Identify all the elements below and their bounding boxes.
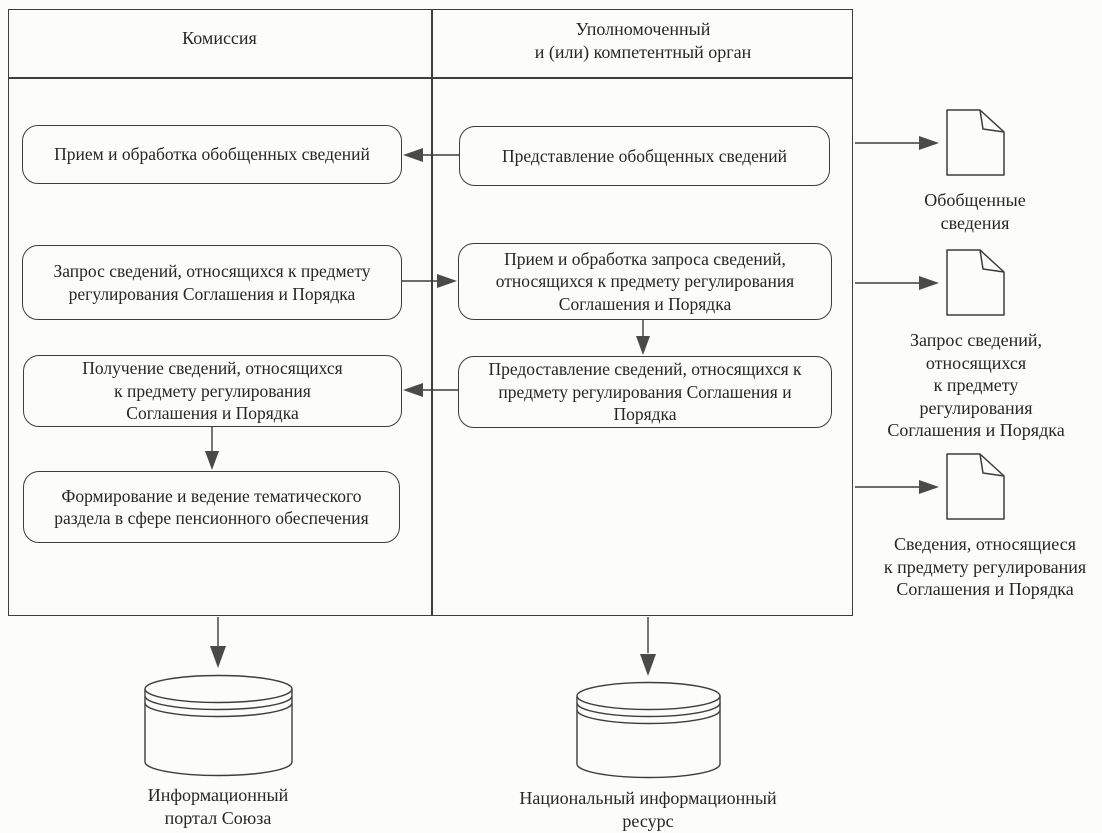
document-label-request: Запрос сведений, относящихся к предмету …: [887, 330, 1065, 440]
document-label-info: Сведения, относящиеся к предмету регулир…: [883, 534, 1087, 599]
process-box-maintain-section: Формирование и ведение тематического раз…: [23, 471, 400, 543]
process-box-request-info: Запрос сведений, относящихся к предмету …: [22, 245, 402, 320]
arrowhead-right-icon: [919, 480, 939, 494]
document-icon: [946, 453, 1005, 520]
arrowhead-down-icon: [636, 336, 650, 355]
document-label-summary: Обобщенные сведения: [924, 190, 1026, 233]
arrowhead-right-icon: [919, 136, 939, 150]
arrowhead-down-icon: [205, 451, 219, 470]
process-box-process-request: Прием и обработка запроса сведений, отно…: [458, 243, 832, 320]
swimlane-table: [8, 9, 853, 616]
process-box-provide-info: Предоставление сведений, относящихся к п…: [458, 356, 832, 428]
process-box-receive-info: Получение сведений, относящихся к предме…: [23, 355, 402, 427]
document-icon: [946, 109, 1005, 176]
database-icon: [144, 674, 293, 777]
database-label-portal: Информационный портал Союза: [147, 785, 289, 828]
arrowhead-down-icon: [640, 654, 656, 676]
database-icon: [576, 681, 721, 779]
document-icon: [946, 249, 1005, 316]
process-box-receive-summary: Прием и обработка обобщенных сведений: [22, 125, 402, 184]
lane-header-authority: Уполномоченный и (или) компетентный орга…: [534, 19, 752, 63]
column-divider: [431, 9, 433, 616]
database-label-national: Национальный информационный ресурс: [519, 788, 777, 831]
process-box-submit-summary: Представление обобщенных сведений: [459, 126, 830, 186]
arrowhead-right-icon: [437, 274, 457, 288]
arrowhead-down-icon: [210, 646, 226, 668]
header-separator: [8, 77, 853, 79]
arrowhead-left-icon: [403, 383, 423, 397]
arrowhead-right-icon: [919, 276, 939, 290]
lane-header-commission: Комиссия: [182, 28, 257, 48]
arrowhead-left-icon: [403, 148, 423, 162]
